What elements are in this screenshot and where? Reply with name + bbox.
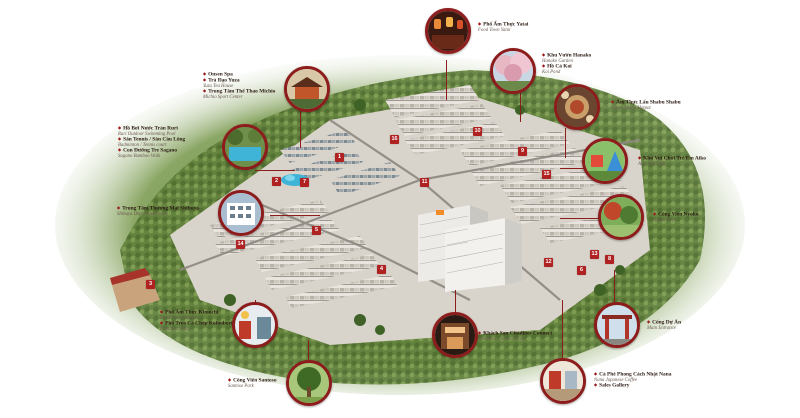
callout-label: Khách Sạn Citadines Connect Citadines Co… bbox=[478, 330, 552, 342]
callout-label: Phố Ẩm Thực Yatai Food Town Yatai bbox=[478, 21, 528, 33]
place-name-english: Ruri Outdoor Swimming Pool bbox=[118, 132, 176, 137]
place-name: Khách Sạn Citadines Connect bbox=[478, 330, 552, 337]
map-marker[interactable]: 12 bbox=[544, 258, 553, 267]
leader-line bbox=[308, 340, 309, 365]
callout-label: Trung Tâm Thương Mại Shibuya Shibuya Dep… bbox=[117, 205, 199, 217]
place-name: Ẩm Thực Lẩu Shabu Shabu bbox=[611, 99, 681, 106]
place-name-english: Koi Pond bbox=[542, 70, 561, 76]
place-name: Phố Treo Cá Chép Koinobori bbox=[160, 321, 232, 327]
callout-label: Onsen Spa Trà Đạo Yuza Yuza Tea House Tr… bbox=[203, 71, 275, 101]
main-entrance-photo-icon[interactable] bbox=[594, 302, 640, 348]
place-name-english: Sagano Bamboo Walk bbox=[118, 154, 161, 160]
map-marker[interactable]: 3 bbox=[146, 280, 155, 289]
place-name: Trung Tâm Thương Mại Shibuya bbox=[117, 205, 199, 212]
kids-club-photo-icon[interactable] bbox=[582, 138, 628, 184]
leader-line bbox=[565, 128, 566, 158]
hotel-photo-icon[interactable] bbox=[432, 312, 478, 358]
place-name-english: Nyoko Park bbox=[653, 218, 676, 223]
place-name: Con Đường Tre Sagano bbox=[118, 148, 185, 154]
cherry-garden-photo-icon[interactable] bbox=[490, 48, 536, 94]
place-name: Cổng Dự Án bbox=[647, 319, 681, 326]
callout-label: Cà Phê Phong Cách Nhật Nana Nana Japanes… bbox=[594, 371, 671, 389]
callout-label: Phố Ẩm Thực Kimochi Food Town Kimochi Ph… bbox=[160, 309, 232, 333]
map-marker[interactable]: 2 bbox=[272, 177, 281, 186]
place-name: Khu Vườn Hanako bbox=[542, 52, 591, 59]
place-name-english: Shabu Shabu Hotpot bbox=[611, 106, 651, 111]
callout-label: Khu Vui Chơi Trẻ Em Aiko Aiko Kid Club bbox=[638, 155, 706, 167]
map-marker[interactable]: 14 bbox=[236, 240, 245, 249]
santoso-park-photo-icon[interactable] bbox=[286, 360, 332, 406]
leader-line bbox=[614, 270, 615, 305]
leader-line bbox=[300, 108, 301, 148]
place-name-english: Food Town Yatai bbox=[478, 28, 511, 33]
leader-line bbox=[560, 168, 600, 169]
map-marker[interactable]: 16 bbox=[390, 135, 399, 144]
food-town-photo-icon[interactable] bbox=[232, 302, 278, 348]
place-name-english: Santoso Park bbox=[228, 384, 254, 389]
leader-line bbox=[562, 300, 563, 358]
map-marker[interactable]: 10 bbox=[473, 127, 482, 136]
place-name: Sales Gallery bbox=[594, 383, 671, 389]
leader-line bbox=[270, 215, 320, 216]
place-name: Phố Ẩm Thực Kimochi bbox=[160, 309, 232, 316]
leader-line bbox=[446, 60, 447, 100]
place-name-english: Badminton / Tennis court bbox=[118, 143, 167, 149]
department-store-photo-icon[interactable] bbox=[218, 190, 264, 236]
callout-label: Hồ Bơi Nước Tràn Ruri Ruri Outdoor Swimm… bbox=[118, 125, 185, 160]
street-food-photo-icon[interactable] bbox=[425, 8, 471, 54]
callout-label: Khu Vườn Hanako Hanako Garden Hồ Cá Koi … bbox=[542, 52, 591, 76]
leader-line bbox=[455, 290, 456, 320]
place-name: Công Viên Santoso bbox=[228, 377, 276, 384]
map-marker[interactable]: 13 bbox=[590, 250, 599, 259]
callout-label: Cổng Dự Án Main Entrance bbox=[647, 319, 681, 331]
callout-label: Công Viên Santoso Santoso Park bbox=[228, 377, 277, 389]
place-name-english: Aiko Kid Club bbox=[638, 162, 666, 167]
map-marker[interactable]: 11 bbox=[420, 178, 429, 187]
place-name-english: Koinobori Flag bbox=[160, 327, 190, 333]
place-name-english: Nana Japanese Coffee bbox=[594, 378, 638, 383]
map-marker[interactable]: 9 bbox=[518, 147, 527, 156]
callout-label: Ẩm Thực Lẩu Shabu Shabu Shabu Shabu Hotp… bbox=[611, 99, 681, 111]
place-name-english: Food Town Kimochi bbox=[160, 316, 200, 321]
place-name: Hồ Cá Koi bbox=[542, 64, 591, 70]
coffee-shop-photo-icon[interactable] bbox=[540, 358, 586, 404]
place-name: Hồ Bơi Nước Tràn Ruri bbox=[118, 125, 185, 132]
place-name: Onsen Spa bbox=[203, 71, 275, 78]
place-name: Cà Phê Phong Cách Nhật Nana bbox=[594, 371, 671, 378]
place-name-english: Citadines Connect Hotel bbox=[478, 337, 526, 342]
place-name-english: Michio Sport Center bbox=[203, 95, 243, 101]
leader-line bbox=[520, 92, 521, 122]
map-marker[interactable]: 15 bbox=[542, 170, 551, 179]
map-marker[interactable]: 6 bbox=[577, 266, 586, 275]
place-name: Sân Tennis / Sân Cầu Lông bbox=[118, 137, 185, 143]
place-name: Khu Vui Chơi Trẻ Em Aiko bbox=[638, 155, 706, 162]
map-marker[interactable]: 7 bbox=[300, 178, 309, 187]
map-marker[interactable]: 5 bbox=[312, 226, 321, 235]
park-photo-icon[interactable] bbox=[598, 194, 644, 240]
onsen-spa-photo-icon[interactable] bbox=[284, 66, 330, 112]
place-name: Phố Ẩm Thực Yatai bbox=[478, 21, 528, 28]
leader-line bbox=[560, 218, 600, 219]
swimming-pool-photo-icon[interactable] bbox=[222, 124, 268, 170]
place-name-english: Main Entrance bbox=[647, 326, 676, 331]
place-name: Trà Đạo Yuza bbox=[203, 77, 275, 84]
place-name-english: Hanako Garden bbox=[542, 59, 573, 64]
hotpot-photo-icon[interactable] bbox=[554, 84, 600, 130]
leader-line bbox=[255, 170, 295, 171]
place-name: Công Viên Nyoko bbox=[653, 211, 698, 218]
callout-label: Công Viên Nyoko Nyoko Park bbox=[653, 211, 699, 223]
map-marker[interactable]: 4 bbox=[377, 265, 386, 274]
map-marker[interactable]: 8 bbox=[605, 255, 614, 264]
place-name-english: Shibuya Department Store bbox=[117, 212, 168, 217]
place-name: Trung Tâm Thể Thao Michio bbox=[203, 89, 275, 95]
map-marker[interactable]: 1 bbox=[335, 153, 344, 162]
place-name-english: Yuza Tea House bbox=[203, 84, 234, 89]
